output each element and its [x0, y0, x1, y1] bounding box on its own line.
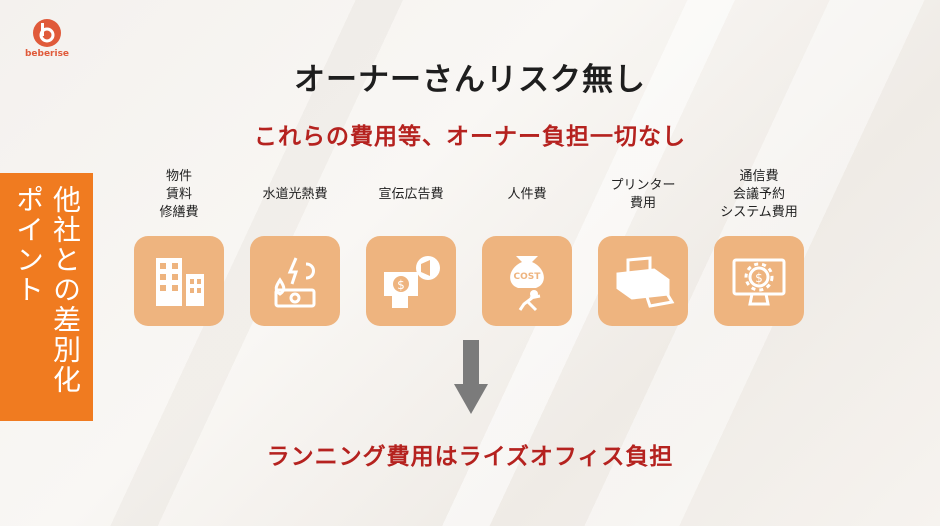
- cost-burden-icon: COST: [482, 236, 572, 326]
- brand-name: beberise: [24, 49, 70, 59]
- cost-item-label: 通信費 会議予約 システム費用: [720, 168, 798, 221]
- down-arrow-icon: [454, 340, 488, 414]
- cost-item-label: 物件 賃料 修繕費: [159, 168, 199, 221]
- cost-item-label: 宣伝広告費: [378, 186, 444, 202]
- svg-text:$: $: [755, 271, 763, 285]
- building-icon: [134, 236, 224, 326]
- cost-item-label: プリンター 費用: [610, 177, 676, 211]
- system-icon: $: [714, 236, 804, 326]
- cost-item-utilities: 水道光熱費: [235, 160, 355, 326]
- cost-item-label: 人件費: [507, 186, 547, 202]
- page-subtitle: これらの費用等、オーナー負担一切なし: [254, 124, 686, 150]
- logo-icon: [33, 19, 61, 47]
- printer-icon: [598, 236, 688, 326]
- cost-item-property: 物件 賃料 修繕費: [119, 160, 239, 326]
- cost-item-system: 通信費 会議予約 システム費用 $: [699, 160, 819, 326]
- cost-item-advertising: 宣伝広告費 $: [351, 160, 471, 326]
- cost-item-label: 水道光熱費: [262, 186, 328, 202]
- utilities-icon: [250, 236, 340, 326]
- cost-item-printer: プリンター 費用: [583, 160, 703, 326]
- side-banner-line1: 他社との差別化: [49, 185, 82, 395]
- advertising-icon: $: [366, 236, 456, 326]
- side-banner: 他社との差別化 ポイント: [0, 173, 93, 421]
- side-banner-line2: ポイント: [12, 185, 45, 305]
- cost-item-personnel: 人件費 COST: [467, 160, 587, 326]
- bottom-message: ランニング費用はライズオフィス負担: [266, 444, 674, 470]
- svg-text:$: $: [397, 278, 405, 292]
- svg-text:COST: COST: [514, 272, 542, 282]
- brand-logo: beberise: [22, 18, 72, 59]
- page-title: オーナーさんリスク無し: [294, 62, 646, 98]
